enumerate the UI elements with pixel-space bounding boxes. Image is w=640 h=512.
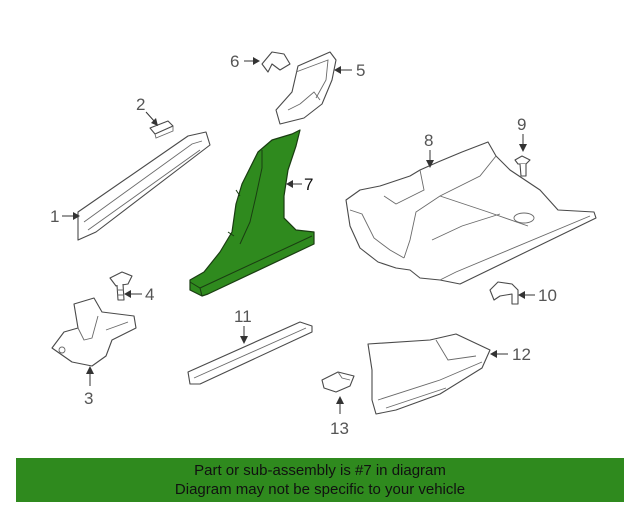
part-8-floor-carpet[interactable] — [345, 141, 597, 285]
part-10-clip[interactable] — [489, 281, 519, 305]
part-12-rear-trim[interactable] — [367, 333, 491, 415]
callout-13[interactable]: 13 — [330, 419, 349, 438]
callout-5[interactable]: 5 — [356, 61, 365, 80]
callout-4[interactable]: 4 — [145, 285, 154, 304]
callout-11[interactable]: 11 — [234, 307, 252, 326]
part-5-upper-trim[interactable] — [275, 51, 337, 125]
part-2-clip[interactable] — [149, 120, 174, 139]
callout-12[interactable]: 12 — [512, 345, 531, 364]
callout-labels: 1 2 3 4 5 6 7 8 9 10 11 12 13 — [50, 52, 557, 438]
callout-8[interactable]: 8 — [424, 131, 433, 150]
banner-line-1: Part or sub-assembly is #7 in diagram — [194, 462, 446, 479]
part-13-clip[interactable] — [321, 371, 355, 393]
part-3-bracket[interactable] — [51, 297, 137, 367]
leader-lines — [62, 57, 535, 414]
callout-3[interactable]: 3 — [84, 389, 93, 408]
info-banner: Part or sub-assembly is #7 in diagram Di… — [16, 458, 624, 502]
callout-6[interactable]: 6 — [230, 52, 239, 71]
part-6-bracket[interactable] — [261, 51, 291, 73]
part-4-bolt[interactable] — [109, 271, 133, 301]
callout-1[interactable]: 1 — [50, 207, 59, 226]
callout-2[interactable]: 2 — [136, 95, 145, 114]
part-1-sill-trim[interactable] — [77, 131, 211, 241]
callout-7[interactable]: 7 — [304, 175, 313, 194]
callout-10[interactable]: 10 — [538, 286, 557, 305]
banner-line-2: Diagram may not be specific to your vehi… — [174, 481, 466, 498]
part-7-pillar-trim[interactable] — [189, 129, 315, 297]
part-9-fastener[interactable] — [514, 155, 531, 177]
part-11-step-plate[interactable] — [187, 321, 313, 385]
callout-9[interactable]: 9 — [517, 115, 526, 134]
